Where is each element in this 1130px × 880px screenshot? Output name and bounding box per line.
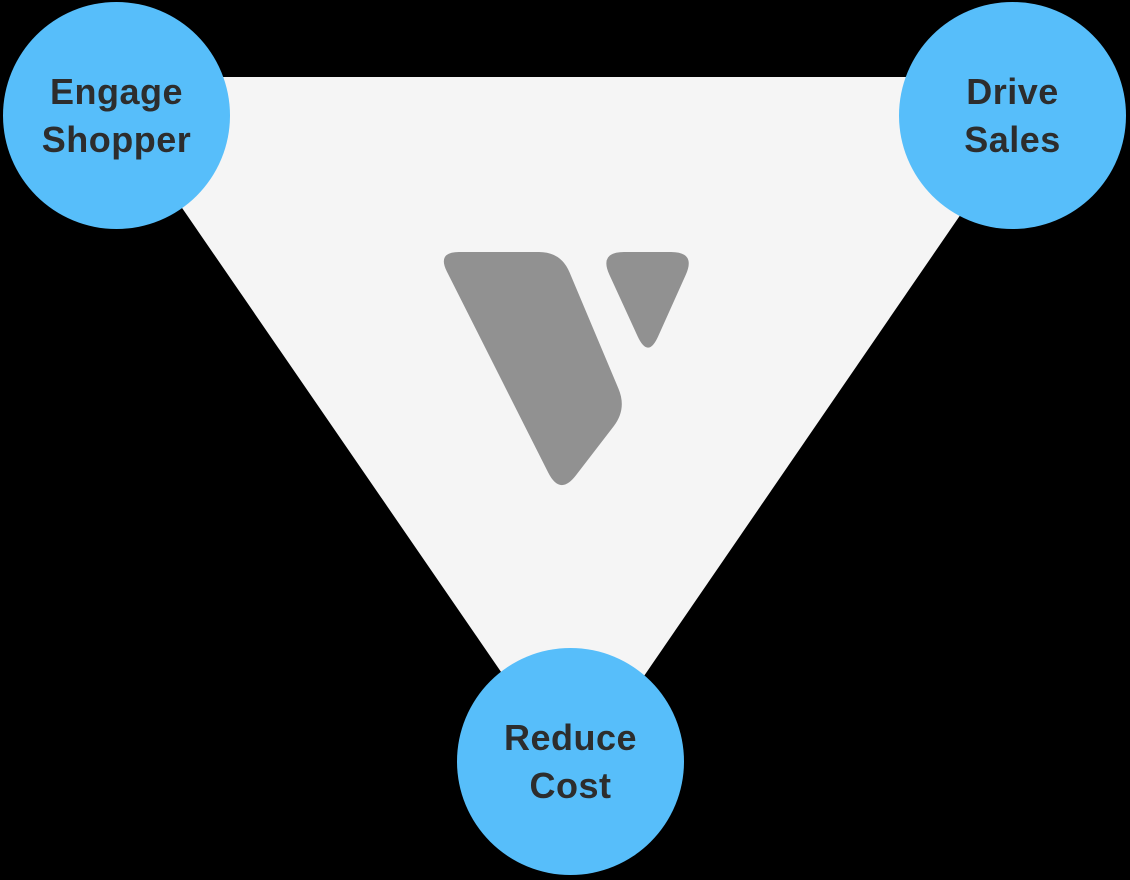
node-drive-sales-label: Drive Sales [964,70,1061,160]
v-logo-right-triangle-icon [606,252,689,348]
node-reduce-cost-label: Reduce Cost [503,716,638,806]
node-reduce-cost: Reduce Cost [457,648,684,875]
v-logo-icon [443,252,689,486]
node-engage-shopper: Engage Shopper [3,2,230,229]
node-drive-sales: Drive Sales [899,2,1126,229]
node-engage-shopper-label: Engage Shopper [41,70,192,160]
v-logo-left-stroke-icon [443,252,622,486]
